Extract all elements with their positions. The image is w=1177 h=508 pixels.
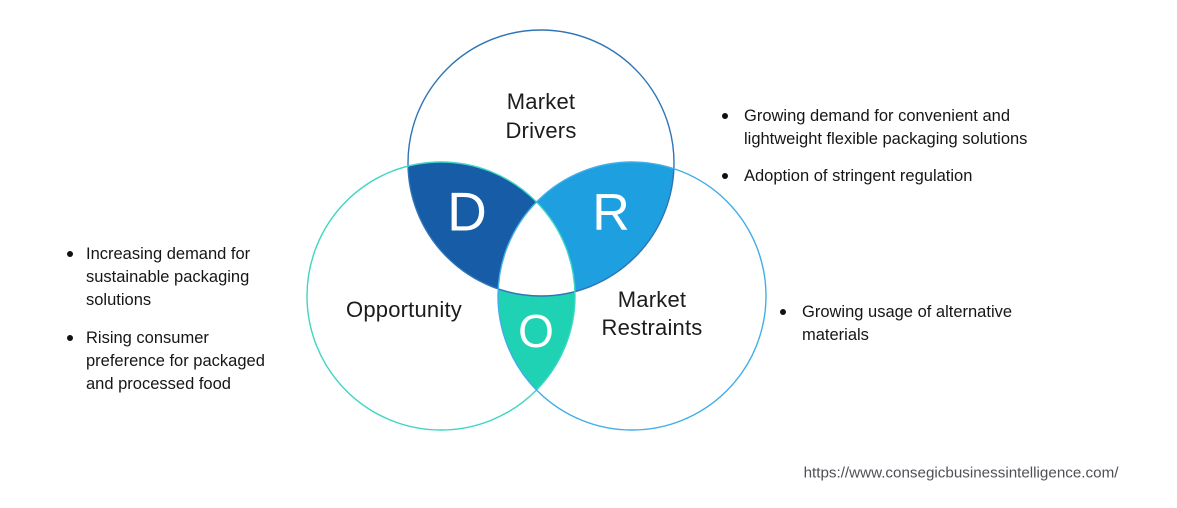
list-item: Rising consumer preference for packaged … bbox=[67, 327, 327, 396]
opportunity-circle-outline bbox=[306, 161, 576, 431]
source-url: https://www.consegicbusinessintelligence… bbox=[803, 464, 1119, 482]
list-item: Growing usage of alternative materials bbox=[780, 301, 1100, 347]
bullet-text: Growing usage of alternative materials bbox=[802, 303, 1013, 344]
letter-o: O bbox=[518, 305, 554, 357]
drivers-opportunity-petal bbox=[408, 162, 575, 296]
list-item: Adoption of stringent regulation bbox=[722, 165, 1122, 188]
opportunity-label: Opportunity bbox=[346, 297, 462, 322]
market-drivers-label: Market Drivers bbox=[505, 89, 577, 143]
bullet-text: Adoption of stringent regulation bbox=[744, 167, 973, 185]
bullet-dot bbox=[67, 251, 73, 257]
bullet-dot bbox=[722, 113, 728, 119]
bullet-dot bbox=[722, 173, 728, 179]
restraints-circle-outline bbox=[497, 161, 767, 431]
bullet-text: Growing demand for convenient and lightw… bbox=[744, 107, 1028, 148]
bullet-text: Rising consumer preference for packaged … bbox=[86, 329, 265, 393]
restraints-bullet-list: Growing usage of alternative materials bbox=[780, 301, 1100, 347]
drivers-restraints-petal bbox=[498, 162, 674, 296]
bullet-text: Increasing demand for sustainable packag… bbox=[86, 245, 251, 309]
opportunity-bullet-list: Increasing demand for sustainable packag… bbox=[67, 243, 327, 396]
market-restraints-label: Market Restraints bbox=[601, 287, 703, 340]
list-item: Growing demand for convenient and lightw… bbox=[722, 105, 1122, 151]
letter-r: R bbox=[592, 184, 630, 242]
bullet-dot bbox=[67, 335, 73, 341]
letter-d: D bbox=[447, 180, 487, 243]
drivers-bullet-list: Growing demand for convenient and lightw… bbox=[722, 105, 1122, 188]
drivers-circle-outline bbox=[407, 29, 675, 297]
bullet-dot bbox=[780, 309, 786, 315]
list-item: Increasing demand for sustainable packag… bbox=[67, 243, 327, 312]
